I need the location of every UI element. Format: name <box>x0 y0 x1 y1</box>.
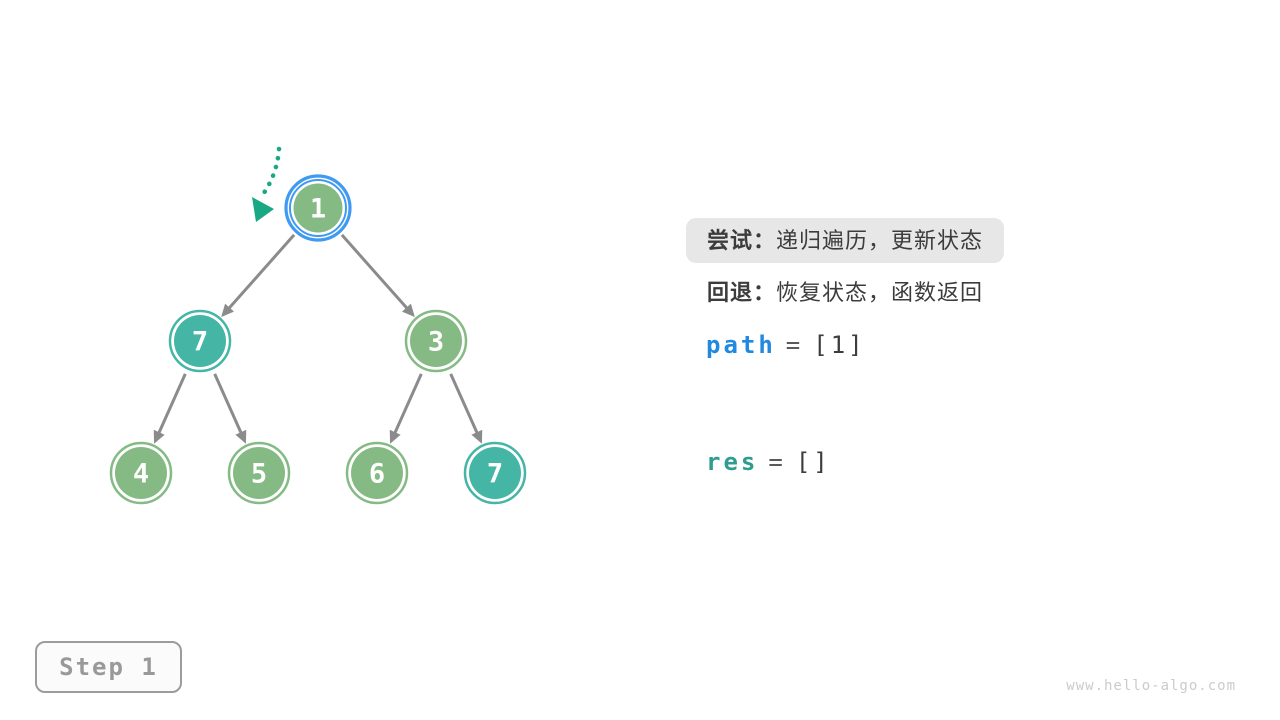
variable-path-value: [1] <box>813 331 866 359</box>
tree-edge <box>340 233 415 318</box>
current-pointer-arrowhead <box>252 197 274 222</box>
node-value: 7 <box>192 327 208 358</box>
step-badge: Step 1 <box>35 641 182 693</box>
current-pointer-dotted-arrow <box>258 146 282 200</box>
tree-node-6: 6 <box>345 441 409 505</box>
tree-node-4: 4 <box>109 441 173 505</box>
equals-sign: = <box>785 331 804 359</box>
note-backtrack-label: 回退： <box>707 280 777 305</box>
variable-path: path = [1] <box>706 331 866 359</box>
equals-sign: = <box>768 448 786 476</box>
tree-edge <box>449 373 483 444</box>
node-value: 3 <box>428 327 444 358</box>
node-value: 6 <box>369 459 385 490</box>
node-value: 1 <box>310 194 326 225</box>
tree-edge <box>221 233 296 318</box>
node-value: 5 <box>251 459 267 490</box>
tree-edge <box>389 373 423 444</box>
node-value: 4 <box>133 459 149 490</box>
variable-path-name: path <box>706 331 776 359</box>
note-backtrack-text: 恢复状态，函数返回 <box>776 280 984 305</box>
note-backtrack: 回退：恢复状态，函数返回 <box>686 270 1004 315</box>
tree-node-root: 1 <box>284 174 352 242</box>
tree-node-7-left: 7 <box>168 309 232 373</box>
tree-node-3: 3 <box>404 309 468 373</box>
tree-node-7-right: 7 <box>463 441 527 505</box>
step-badge-label: Step 1 <box>59 653 158 681</box>
node-value: 7 <box>487 459 503 490</box>
variable-res: res = [] <box>706 448 831 476</box>
tree-edge <box>213 373 247 444</box>
tree-edge <box>153 373 187 444</box>
variable-res-name: res <box>706 448 759 476</box>
note-try-text: 递归遍历，更新状态 <box>776 228 984 253</box>
tree-edges <box>153 233 483 444</box>
tree-node-5: 5 <box>227 441 291 505</box>
watermark: www.hello-algo.com <box>1066 678 1236 694</box>
note-try: 尝试：递归遍历，更新状态 <box>686 218 1005 263</box>
variable-res-value: [] <box>795 448 831 476</box>
note-try-label: 尝试： <box>707 228 777 253</box>
